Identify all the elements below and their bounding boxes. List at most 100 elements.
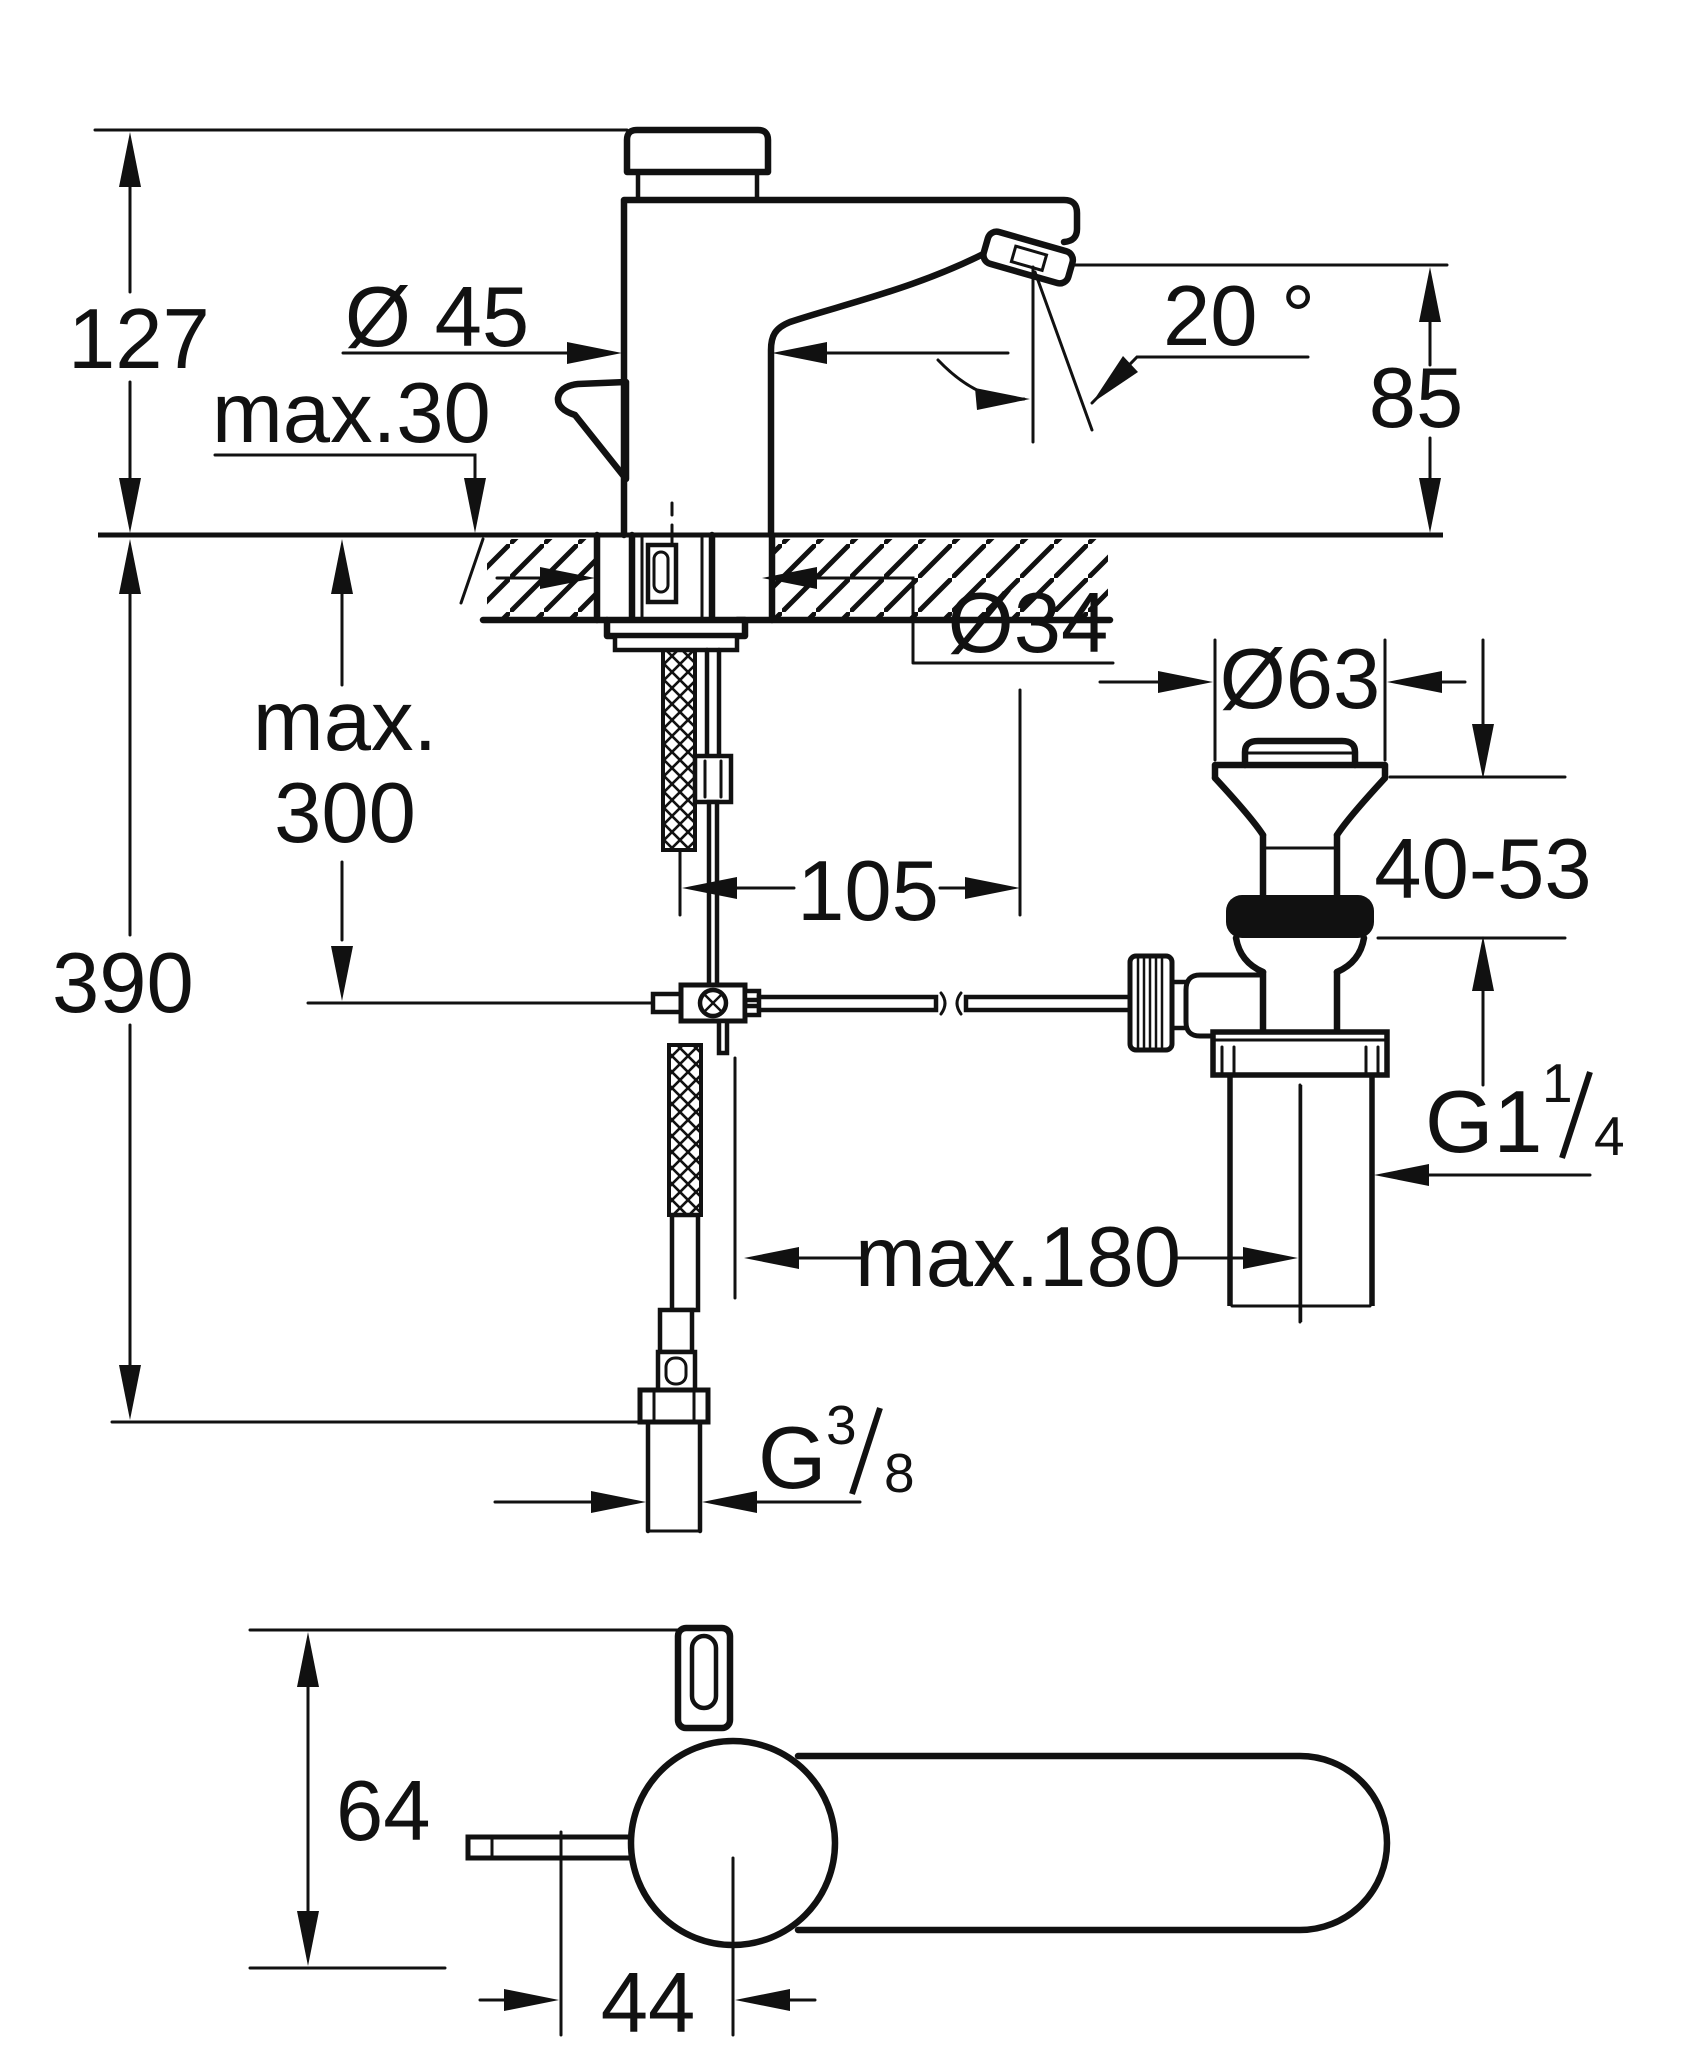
- waste-body-upper: [1259, 831, 1341, 899]
- waste-thread-numerator: 1: [1542, 1052, 1573, 1114]
- shank-inner-lines: [640, 535, 704, 620]
- arrow-down-icon: [119, 1365, 141, 1420]
- arrow-right-icon: [540, 567, 595, 589]
- arrow-down-icon: [297, 1911, 319, 1966]
- arrow-down-icon: [464, 478, 486, 533]
- faucet-front-view: [93, 126, 1081, 539]
- dim-install-depth-label-1: max.: [253, 674, 437, 769]
- arrow-down-icon: [119, 478, 141, 533]
- dimension-labels: 127 Ø 45 max.30 20 ° 85 max. 300 390 Ø34…: [52, 269, 1625, 2048]
- arrow-left-icon: [682, 877, 737, 899]
- arrow-up-icon: [1419, 267, 1441, 322]
- arrow-down-icon: [331, 946, 353, 1001]
- arrow-right-icon: [567, 342, 622, 364]
- arrow-up-icon: [119, 132, 141, 187]
- dim-angle-label: 20 °: [1163, 269, 1315, 364]
- hose-smooth-section: [669, 1212, 701, 1313]
- hose-collar-slot: [664, 1356, 688, 1386]
- faucet-neck: [635, 169, 760, 201]
- dim-deck-thickness-label: max.30: [212, 366, 491, 461]
- waste-cone: [1211, 774, 1389, 839]
- hose-ferrule: [657, 1307, 695, 1355]
- dim-64-line: [248, 1628, 680, 1970]
- rod-housing: [1183, 972, 1263, 1039]
- dim-105-line: [678, 688, 1022, 917]
- supply-hose-upper: [661, 648, 697, 852]
- dim-hole-diameter-label: Ø34: [948, 576, 1109, 671]
- arrow-down-icon: [1472, 724, 1494, 779]
- waste-tailpipe: [1227, 1075, 1375, 1306]
- shank-tube: [628, 531, 716, 624]
- locknut-detail: [1211, 1038, 1389, 1077]
- supply-thread-numerator: 3: [826, 1394, 857, 1456]
- dim-max30-leader: [213, 453, 477, 480]
- arrow-right-icon: [965, 877, 1020, 899]
- dim-spout-height-label: 85: [1369, 351, 1464, 446]
- arrow-left-icon: [1374, 1164, 1429, 1186]
- pull-rod-upper: [704, 647, 722, 759]
- arrow-right-icon: [504, 1989, 559, 2011]
- spout-underside: [767, 244, 999, 539]
- waste-flare: [1232, 934, 1368, 976]
- arrow-left-icon: [702, 1491, 757, 1513]
- arrow-up-icon: [331, 539, 353, 594]
- arrow-right-icon: [591, 1491, 646, 1513]
- rod-break-marks: [939, 991, 963, 1016]
- dim-4053-line: [1376, 638, 1567, 1087]
- dim-waste-diameter-label: Ø63: [1220, 632, 1381, 727]
- faucet-body-and-spout: [620, 196, 1081, 539]
- arrow-up-icon: [1472, 936, 1494, 991]
- outlet-housing: [980, 228, 1077, 287]
- dim-clamp-range-label: 40-53: [1374, 822, 1591, 917]
- pull-rod-coupler: [692, 753, 734, 805]
- pull-rod-coupler-lines: [703, 759, 723, 799]
- faucet-cap: [623, 126, 772, 176]
- arrow-right-icon: [975, 388, 1030, 410]
- supply-thread-label: G: [758, 1408, 826, 1507]
- mounting-washer: [603, 616, 749, 640]
- arrow-right-icon: [1158, 671, 1213, 693]
- dim-total-depth-label: 390: [52, 936, 194, 1031]
- hex-nut: [637, 1387, 711, 1425]
- arrow-left-icon: [772, 342, 827, 364]
- dim-d34-leader: [495, 576, 1115, 665]
- dim-d63-line: [1098, 638, 1467, 762]
- horizontal-rod-left: [756, 994, 939, 1013]
- g38-fraction-slash: [849, 1407, 883, 1495]
- arrow-diagonal-icon: [1092, 356, 1138, 403]
- arrow-left-icon: [762, 567, 817, 589]
- arrow-down-icon: [1419, 478, 1441, 533]
- counter-section: [98, 501, 1443, 624]
- arrow-left-icon: [735, 1989, 790, 2011]
- waste-body-lower: [1259, 968, 1341, 1036]
- waste-thread-label: G1: [1425, 1072, 1542, 1171]
- top-view: [465, 1624, 1391, 1949]
- mounting-hole-edges: [593, 531, 776, 624]
- supply-thread-denominator: 8: [884, 1442, 915, 1504]
- supply-hose-lower: [667, 1043, 703, 1217]
- dim-spout-diameter-label: Ø 45: [345, 270, 529, 365]
- arrow-left-icon: [1387, 671, 1442, 693]
- arrow-right-icon: [1243, 1247, 1298, 1269]
- rubber-seal: [1226, 895, 1374, 938]
- knob-knurling: [1136, 958, 1164, 1048]
- dim-top-offset-label: 44: [601, 1956, 696, 2048]
- sensor-window-icon: [1009, 244, 1049, 273]
- dim-max180-line: [733, 1056, 1302, 1324]
- hex-nut-facets: [652, 1388, 696, 1424]
- g114-fraction-slash: [1559, 1071, 1593, 1159]
- junction-left-stub: [650, 991, 684, 1015]
- dim-44-line: [478, 1830, 817, 2037]
- waste-locknut: [1210, 1029, 1390, 1078]
- arrow-up-icon: [119, 539, 141, 594]
- horizontal-rod-right: [963, 994, 1135, 1013]
- top-view-spout: [794, 1752, 1391, 1934]
- waste-flange: [1211, 761, 1389, 782]
- arrow-up-icon: [297, 1632, 319, 1687]
- rod-below-junction: [716, 1018, 730, 1056]
- arrow-left-icon: [744, 1247, 799, 1269]
- dim-height-label: 127: [68, 292, 210, 387]
- top-view-tab-slot: [689, 1633, 719, 1711]
